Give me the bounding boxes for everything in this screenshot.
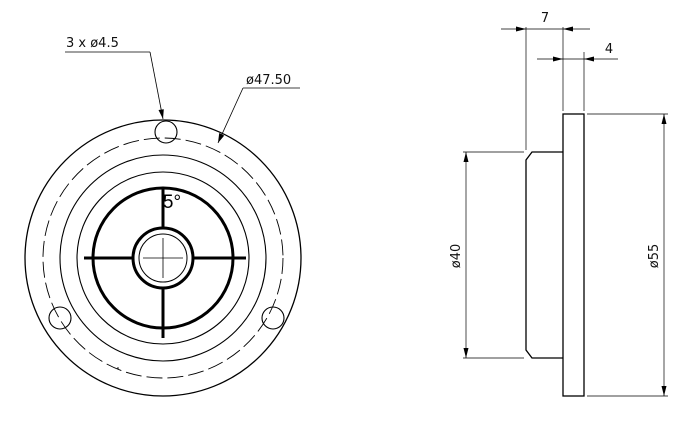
flange-outer-circle	[24, 119, 302, 397]
vial-outer-circle	[76, 171, 250, 345]
front-view	[24, 51, 302, 397]
pitch-circle	[42, 137, 284, 379]
body-circle	[59, 154, 267, 362]
bubble-ring-inner	[138, 233, 188, 283]
holes-leader-arrowhead	[158, 109, 164, 119]
stray-dot	[117, 367, 119, 369]
side-view	[463, 26, 668, 397]
dim-4-arrow-right	[584, 56, 594, 62]
dim-7-arrow-left	[516, 26, 526, 32]
mounting-hole-top	[154, 120, 178, 144]
dim-55-label: ø55	[647, 244, 662, 269]
pitch-diameter-callout: ø47.50	[246, 73, 291, 88]
holes-leader-line	[149, 51, 164, 120]
dim-55-arrow-top	[661, 114, 667, 124]
mounting-hole-right	[261, 306, 285, 330]
holes-callout: 3 x ø4.5	[66, 36, 119, 51]
dim-4-label: 4	[605, 42, 613, 57]
angle-label: 5°	[163, 192, 181, 213]
mounting-hole-left	[48, 306, 72, 330]
flange-plate	[562, 113, 585, 397]
dim-40-label: ø40	[449, 244, 464, 269]
dim-55-arrow-bottom	[661, 386, 667, 396]
dim-40-arrow-bottom	[463, 348, 469, 358]
pcd-leader-arrowhead	[218, 133, 225, 143]
dim-40-arrow-top	[463, 152, 469, 162]
dim-7-label: 7	[541, 11, 549, 26]
dim-4-arrow-left	[553, 56, 563, 62]
dim-7-arrow-right	[563, 26, 573, 32]
vial-body-profile	[525, 151, 563, 359]
pcd-leader-line	[217, 87, 244, 144]
